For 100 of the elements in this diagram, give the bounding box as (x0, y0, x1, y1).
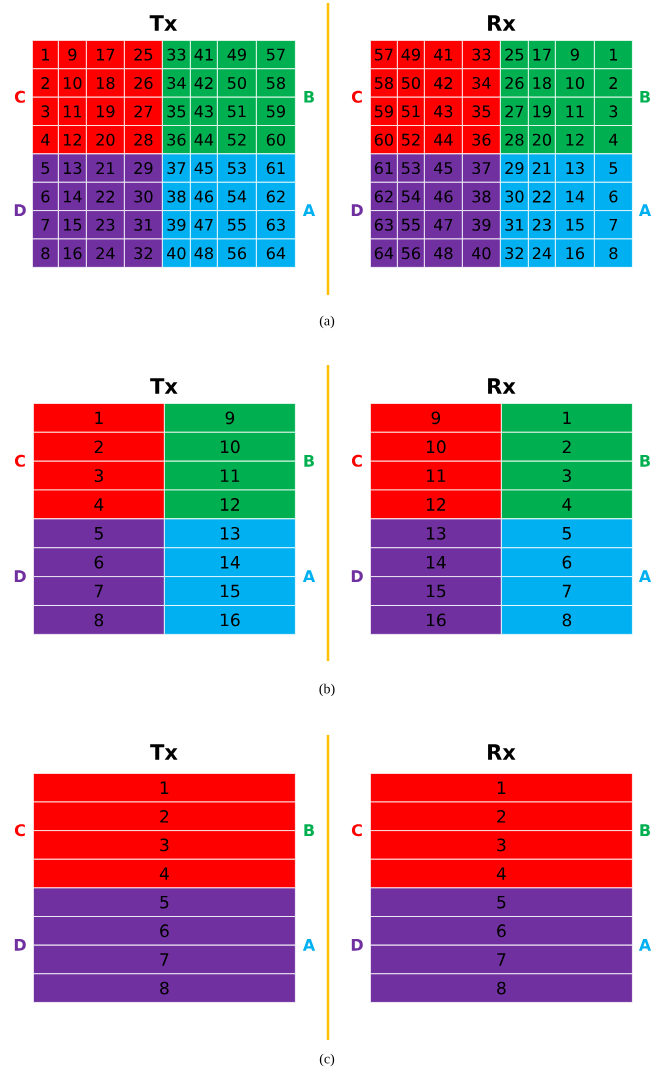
grid-cell: 40 (462, 238, 501, 268)
grid-cell: 31 (500, 210, 529, 240)
grid-cell: 24 (86, 238, 125, 268)
grid-cell: 2 (33, 801, 296, 831)
grid-cell: 3 (370, 830, 633, 860)
grid-cell: 4 (32, 125, 59, 155)
grid-cell: 34 (462, 68, 501, 98)
grid-cell: 22 (86, 181, 125, 212)
grid-cell: 36 (162, 125, 191, 155)
grid-cell: 11 (58, 96, 87, 126)
grid-cell: 5 (501, 518, 633, 549)
grid-cell: 5 (32, 153, 59, 183)
grid-cell: 11 (164, 460, 296, 491)
grid-cell: 17 (86, 40, 125, 70)
grid-cell: 12 (555, 125, 595, 155)
grid-cell: 6 (32, 181, 59, 212)
quadrant-label: D (351, 570, 363, 583)
grid-cell: 24 (528, 238, 556, 268)
grid-cell: 2 (32, 68, 59, 98)
grid-cell: 16 (164, 605, 296, 635)
grid-cell: 43 (190, 96, 218, 126)
grid-cell: 34 (162, 68, 191, 98)
grid-cell: 16 (370, 605, 502, 635)
grid-title: Rx (488, 744, 516, 760)
grid-cell: 16 (58, 238, 87, 268)
grid-cell: 48 (190, 238, 218, 268)
grid-cell: 39 (162, 210, 191, 240)
grid-cell: 19 (86, 96, 125, 126)
grid-cell: 3 (33, 830, 296, 860)
grid-cell: 7 (33, 944, 296, 975)
grid-cell: 2 (33, 431, 165, 462)
grid-cell: 6 (33, 547, 165, 578)
grid-cell: 49 (397, 40, 425, 70)
grid-cell: 8 (33, 973, 296, 1003)
grid-cell: 5 (33, 518, 165, 549)
grid-cell: 9 (58, 40, 87, 70)
grid-cell: 28 (124, 125, 163, 155)
grid-cell: 41 (424, 40, 463, 70)
grid-cell: 42 (424, 68, 463, 98)
grid-cell: 63 (370, 210, 398, 240)
grid-cell: 1 (33, 773, 296, 803)
quadrant-label: B (640, 90, 650, 103)
grid-cell: 10 (58, 68, 87, 98)
grid-cell: 10 (555, 68, 595, 98)
grid-cell: 37 (462, 153, 501, 183)
grid-cell: 19 (528, 96, 556, 126)
grid-cell: 14 (164, 547, 296, 578)
quadrant-label: D (14, 938, 26, 951)
grid-cell: 57 (256, 40, 296, 70)
grid-cell: 41 (190, 40, 218, 70)
grid-cell: 26 (500, 68, 529, 98)
grid-cell: 45 (424, 153, 463, 183)
grid-cell: 39 (462, 210, 501, 240)
grid-cell: 5 (33, 887, 296, 917)
grid-cell: 3 (501, 460, 633, 491)
grid-cell: 55 (397, 210, 425, 240)
quadrant-label: A (302, 204, 316, 216)
grid-cell: 61 (256, 153, 296, 183)
grid-cell: 18 (528, 68, 556, 98)
quadrant-label: A (638, 204, 652, 216)
grid-cell: 59 (256, 96, 296, 126)
grid-cell: 55 (217, 210, 257, 240)
grid-cell: 53 (217, 153, 257, 183)
quadrant-label: B (304, 90, 314, 103)
grid-cell: 15 (555, 210, 595, 240)
grid-cell: 7 (594, 210, 633, 240)
grid-cell: 61 (370, 153, 398, 183)
grid-cell: 12 (164, 489, 296, 520)
grid-cell: 33 (462, 40, 501, 70)
grid-cell: 3 (32, 96, 59, 126)
grid-cell: 60 (256, 125, 296, 155)
quadrant-label: A (638, 570, 652, 583)
grid-cell: 46 (424, 181, 463, 212)
grid-cell: 9 (370, 403, 502, 433)
grid-cell: 12 (58, 125, 87, 155)
grid-title: Tx (149, 15, 178, 31)
grid-cell: 17 (528, 40, 556, 70)
grid-cell: 47 (424, 210, 463, 240)
grid-cell: 40 (162, 238, 191, 268)
grid-cell: 35 (462, 96, 501, 126)
quadrant-label: C (14, 824, 25, 837)
grid-cell: 57 (370, 40, 398, 70)
grid-cell: 62 (256, 181, 296, 212)
grid-cell: 21 (86, 153, 125, 183)
grid-cell: 1 (370, 773, 633, 803)
grid-cell: 43 (424, 96, 463, 126)
grid-cell: 36 (462, 125, 501, 155)
grid-cell: 28 (500, 125, 529, 155)
quadrant-label: B (640, 454, 650, 467)
grid-cell: 1 (594, 40, 633, 70)
quadrant-label: C (14, 454, 25, 467)
grid-cell: 64 (370, 238, 398, 268)
quadrant-label: C (351, 454, 362, 467)
grid-cell: 50 (397, 68, 425, 98)
grid-title: Tx (150, 744, 178, 760)
quadrant-label: B (304, 824, 314, 837)
grid-cell: 3 (594, 96, 633, 126)
grid-cell: 1 (32, 40, 59, 70)
grid-cell: 29 (500, 153, 529, 183)
grid-cell: 60 (370, 125, 398, 155)
